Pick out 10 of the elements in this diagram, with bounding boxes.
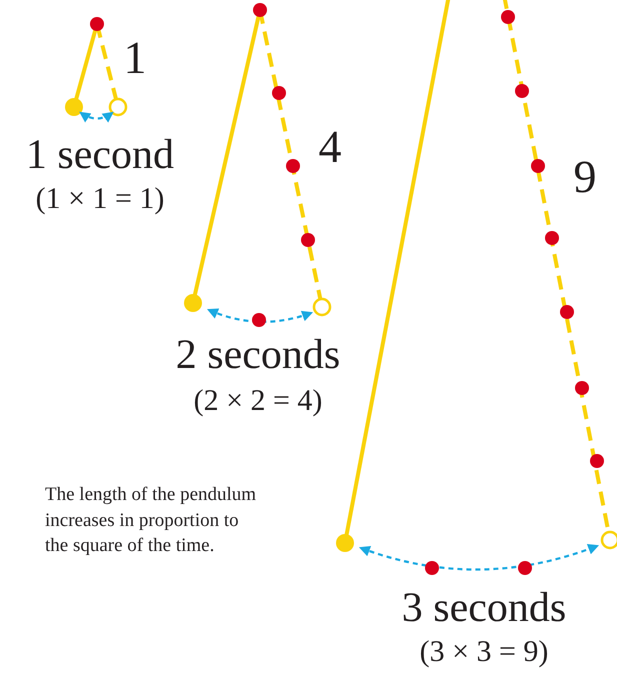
time-label: 1 second [26, 132, 174, 178]
time-label: (2 × 2 = 4) [194, 384, 322, 417]
time-label: (1 × 1 = 1) [36, 182, 164, 215]
time-label: (3 × 3 = 9) [420, 635, 548, 668]
length-number: 9 [574, 152, 596, 203]
note-text: The length of the pendulum increases in proportion to the square of the time. [45, 483, 258, 558]
time-label: 2 seconds [176, 332, 340, 378]
length-number: 1 [124, 33, 146, 84]
time-label: 3 seconds [402, 585, 566, 632]
length-number: 4 [318, 122, 342, 173]
